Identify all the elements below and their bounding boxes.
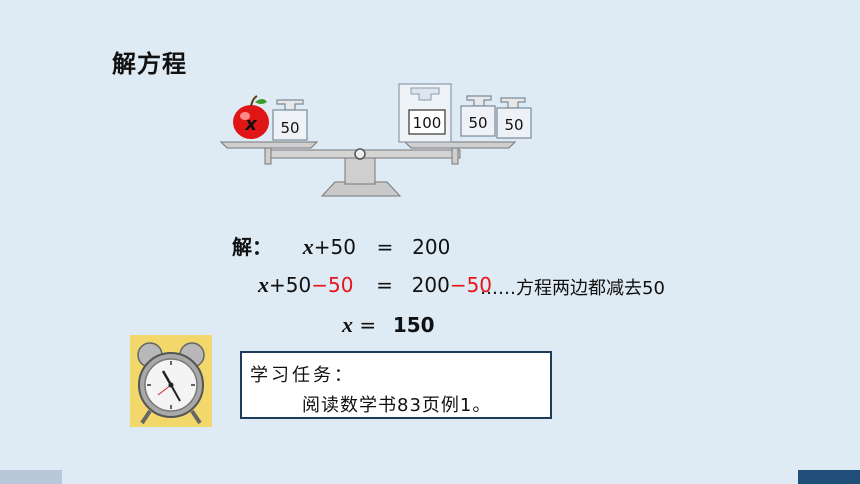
task-heading: 学习任务： bbox=[250, 365, 355, 386]
solution-note: ……方程两边都减去50 bbox=[480, 278, 665, 299]
svg-text:50: 50 bbox=[504, 116, 523, 134]
footer-bar-left bbox=[0, 470, 62, 484]
solution-line-2: x+50−50 = 200−50 bbox=[258, 272, 493, 297]
right-weight-100: 100 bbox=[398, 83, 452, 143]
solution-line-3: x = 150 bbox=[342, 312, 435, 337]
svg-text:50: 50 bbox=[280, 119, 299, 137]
solution-line-1: 解： x+50 = 200 bbox=[232, 234, 451, 259]
svg-text:100: 100 bbox=[413, 114, 442, 132]
footer-bar-right bbox=[798, 470, 860, 484]
variable-x: x bbox=[342, 312, 353, 337]
variable-x: x bbox=[302, 234, 314, 259]
variable-x: x bbox=[258, 272, 269, 297]
apple-label: x bbox=[244, 114, 258, 135]
svg-text:50: 50 bbox=[468, 114, 487, 132]
solution-prefix: 解： bbox=[232, 235, 272, 259]
left-weight-50: 50 bbox=[272, 99, 308, 141]
task-box: 学习任务： 阅读数学书83页例1。 bbox=[240, 351, 552, 419]
balance-scale: x 50 100 50 50 bbox=[219, 83, 532, 197]
right-weight-50-b: 50 bbox=[496, 97, 532, 139]
apple-icon: x bbox=[233, 95, 269, 139]
task-body: 阅读数学书83页例1。 bbox=[302, 395, 492, 416]
right-weight-50-a: 50 bbox=[460, 95, 496, 137]
alarm-clock-icon bbox=[130, 335, 212, 427]
page-title: 解方程 bbox=[112, 50, 187, 78]
